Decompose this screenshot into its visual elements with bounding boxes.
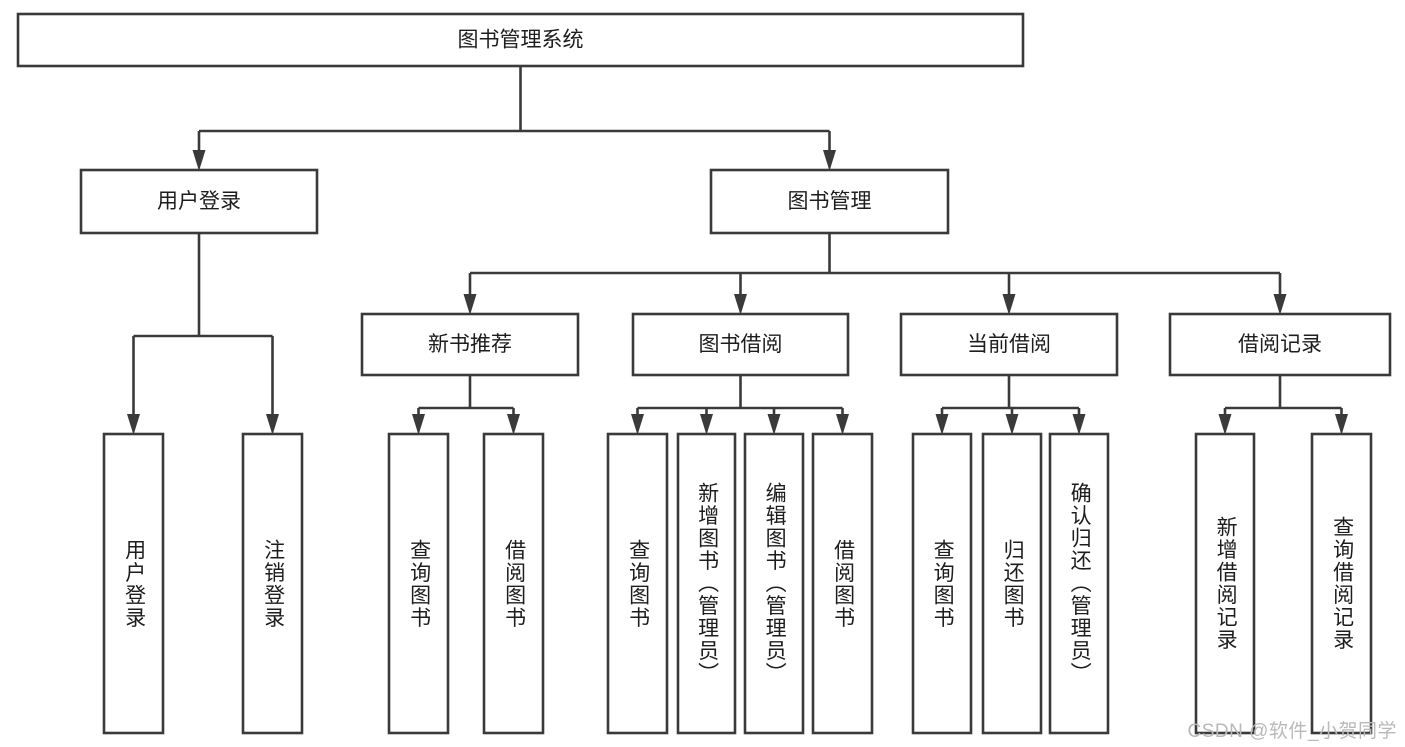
arrow-head-leaf-current-confirm-return: [1072, 414, 1086, 435]
connector-layer: [127, 66, 1348, 435]
node-box-leaf-record-query[interactable]: [1310, 432, 1373, 735]
arrow-head-leaf-current-return-book: [1005, 414, 1019, 435]
arrow-head-leaf-borrow-edit-book: [767, 414, 781, 435]
node-box-root[interactable]: [16, 12, 1025, 68]
arrow-head-leaf-user-login: [127, 414, 140, 435]
arrow-head-leaf-current-query-book: [935, 414, 949, 435]
node-label-borrow-record: 借阅记录: [1238, 333, 1322, 356]
arrow-head-leaf-recommend-borrow-book: [507, 414, 520, 435]
arrow-head-leaf-borrow-add-book: [700, 414, 713, 435]
arrow-head-leaf-record-query: [1335, 414, 1348, 435]
node-label-book-borrow: 图书借阅: [699, 333, 783, 356]
node-box-leaf-record-add[interactable]: [1194, 432, 1256, 735]
arrow-head-leaf-borrow-borrow-book: [836, 414, 849, 435]
box-layer: [16, 12, 1392, 735]
arrow-head-leaf-recommend-query-book: [412, 414, 425, 435]
node-box-borrow-record[interactable]: [1168, 312, 1392, 377]
node-box-leaf-borrow-edit-book[interactable]: [743, 432, 805, 735]
arrow-head-book-borrow: [734, 294, 747, 315]
node-box-leaf-recommend-borrow-book[interactable]: [482, 432, 545, 735]
node-box-current-borrow[interactable]: [899, 312, 1119, 377]
node-box-leaf-borrow-query-book[interactable]: [606, 432, 669, 735]
node-box-leaf-user-logout[interactable]: [241, 432, 304, 735]
node-box-book-manage[interactable]: [709, 168, 950, 235]
node-box-leaf-current-query-book[interactable]: [911, 432, 973, 735]
node-box-leaf-current-return-book[interactable]: [981, 432, 1043, 735]
node-box-leaf-borrow-borrow-book[interactable]: [811, 432, 874, 735]
node-box-leaf-current-confirm-return[interactable]: [1048, 432, 1110, 735]
arrow-head-leaf-record-add: [1218, 414, 1232, 435]
node-label-root: 图书管理系统: [458, 29, 584, 52]
arrow-head-borrow-record: [1273, 294, 1287, 315]
arrow-head-book-manage: [823, 150, 836, 171]
node-box-new-book-recommend[interactable]: [360, 312, 580, 377]
node-label-user-login: 用户登录: [157, 190, 241, 213]
arrow-head-user-login: [192, 150, 206, 171]
node-box-leaf-borrow-add-book[interactable]: [676, 432, 737, 735]
node-box-book-borrow[interactable]: [631, 312, 850, 377]
node-label-current-borrow: 当前借阅: [967, 333, 1051, 356]
arrow-head-leaf-borrow-query-book: [631, 414, 644, 435]
watermark-text: CSDN @软件_小贺同学: [1187, 721, 1397, 742]
node-box-leaf-recommend-query-book[interactable]: [387, 432, 450, 735]
arrow-head-leaf-user-logout: [266, 414, 279, 435]
node-label-book-manage: 图书管理: [788, 190, 872, 213]
arrow-head-current-borrow: [1002, 294, 1016, 315]
node-box-leaf-user-login[interactable]: [102, 432, 165, 735]
node-label-new-book-recommend: 新书推荐: [428, 333, 512, 356]
arrow-head-new-book-recommend: [463, 294, 477, 315]
node-box-user-login[interactable]: [79, 168, 319, 235]
